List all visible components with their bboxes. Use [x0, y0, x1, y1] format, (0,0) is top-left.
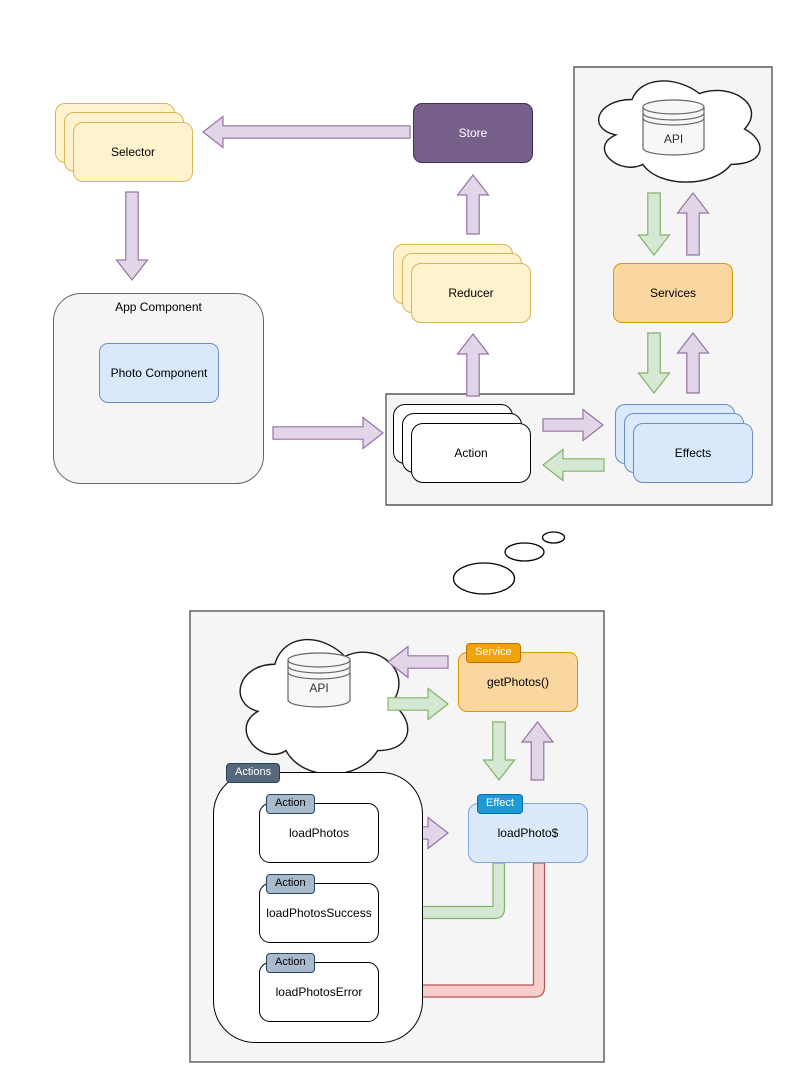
loadphoto-effect-label: loadPhoto$ — [497, 825, 559, 840]
action-badge-loadphotos: Action — [266, 794, 315, 814]
arrow-services-to-api — [676, 192, 710, 256]
arrow-getphotos-to-api — [387, 645, 449, 679]
arrow-action-to-reducer — [456, 333, 490, 397]
database-icon-detail — [287, 652, 351, 708]
photo-component-label: Photo Component — [110, 365, 208, 380]
store-label: Store — [458, 125, 488, 140]
thought-bubble-small — [541, 531, 566, 544]
arrow-selector-to-app — [115, 191, 149, 281]
arrow-loadphoto-to-getphotos — [520, 721, 555, 781]
app-component-label: App Component — [115, 300, 202, 314]
actions-group-badge: Actions — [226, 763, 281, 783]
thought-bubble-large — [452, 562, 516, 595]
arrow-reducer-to-store — [456, 174, 490, 235]
arrow-effects-to-services — [676, 332, 710, 394]
effects-stack: Effects — [615, 404, 753, 483]
effects-label: Effects — [674, 446, 712, 460]
arrow-api-to-getphotos — [387, 687, 449, 721]
action-label: Action — [454, 446, 488, 460]
reducer-label: Reducer — [448, 286, 494, 300]
loadphotoserror-label: loadPhotosError — [275, 984, 363, 999]
effects-card: Effects — [633, 423, 753, 483]
loadphotossuccess-label: loadPhotosSuccess — [266, 905, 372, 920]
selector-label: Selector — [110, 145, 156, 159]
service-badge: Service — [466, 643, 521, 663]
loadphotos-label: loadPhotos — [288, 825, 350, 840]
arrow-action-to-effects — [542, 408, 604, 442]
arrow-effects-to-action — [542, 448, 605, 482]
getphotos-label: getPhotos() — [486, 674, 550, 689]
loadphotoserror-node: loadPhotosError — [259, 962, 379, 1022]
arrow-getphotos-to-loadphoto — [482, 721, 516, 781]
action-badge-loadphotoserror: Action — [266, 953, 315, 973]
store-node: Store — [413, 103, 533, 163]
effect-badge: Effect — [477, 794, 523, 814]
reducer-card: Reducer — [411, 263, 531, 323]
action-stack: Action — [393, 404, 531, 483]
services-label: Services — [649, 285, 696, 300]
database-icon-top — [642, 99, 705, 156]
photo-component-node: Photo Component — [99, 343, 219, 403]
selector-stack: Selector — [55, 103, 193, 182]
reducer-stack: Reducer — [393, 244, 531, 323]
action-badge-loadphotossuccess: Action — [266, 874, 315, 894]
selector-card: Selector — [73, 122, 193, 182]
arrow-app-to-action — [272, 416, 384, 450]
api-label-top: API — [663, 132, 684, 146]
api-label-detail: API — [309, 681, 329, 695]
arrow-store-to-selector — [202, 115, 411, 149]
arrow-services-to-effects — [637, 332, 671, 394]
thought-bubble-medium — [504, 542, 545, 562]
action-card: Action — [411, 423, 531, 483]
arrow-api-to-services — [637, 192, 671, 256]
services-node: Services — [613, 263, 733, 323]
